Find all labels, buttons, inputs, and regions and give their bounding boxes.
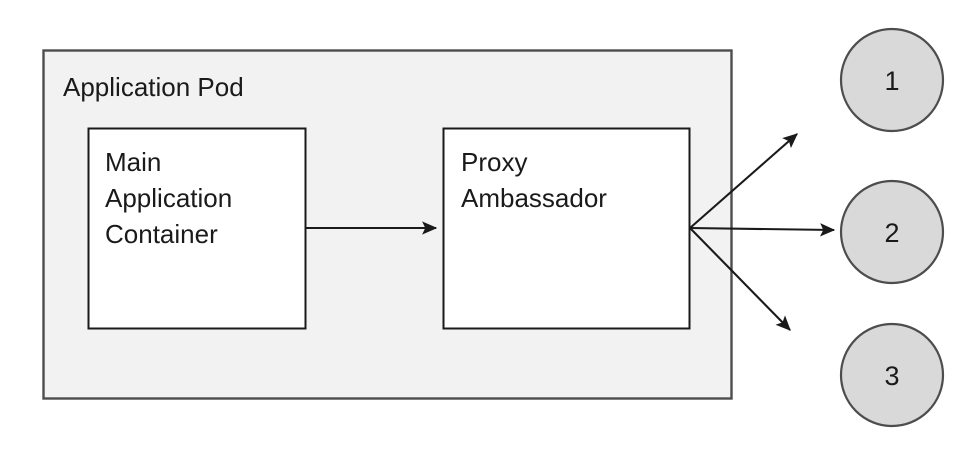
proxy-to-endpoint-1-arrow xyxy=(689,133,798,229)
proxy-ambassador-box xyxy=(442,127,691,330)
endpoint-circle-2 xyxy=(839,179,945,285)
proxy-to-endpoint-2-arrow xyxy=(689,223,836,237)
proxy-ambassador-label-line-1: Proxy xyxy=(461,147,527,177)
application-pod-label: Application Pod xyxy=(63,72,244,102)
proxy-to-endpoint-3-arrow xyxy=(689,227,791,331)
main-application-container-label-line-2: Application xyxy=(105,183,232,213)
endpoint-circle-3-label: 3 xyxy=(884,361,899,391)
endpoint-circle-1-label: 1 xyxy=(884,66,899,96)
proxy-ambassador-label-line-2: Ambassador xyxy=(461,183,607,213)
endpoint-circle-2-label: 2 xyxy=(884,218,899,248)
main-application-container-label-line-3: Container xyxy=(105,219,218,249)
main-application-container-box xyxy=(87,127,307,330)
endpoint-circle-1 xyxy=(839,27,945,133)
endpoint-circle-3 xyxy=(839,322,945,428)
main-application-container-label-line-1: Main xyxy=(105,147,161,177)
